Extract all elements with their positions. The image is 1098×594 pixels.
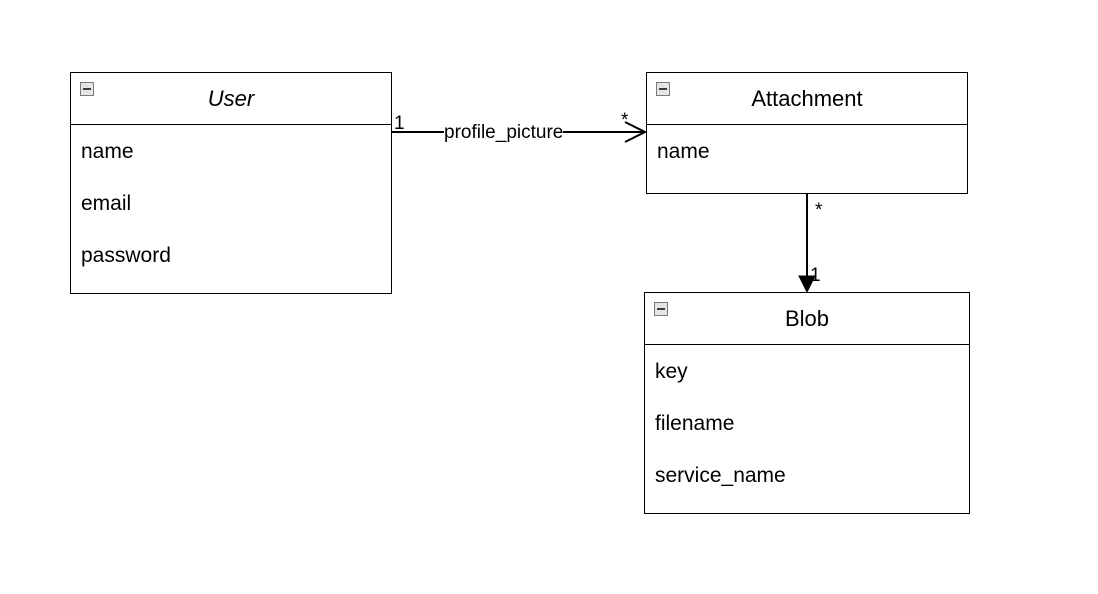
collapse-icon[interactable] — [654, 302, 668, 316]
class-attachment-header[interactable]: Attachment — [647, 73, 967, 125]
attribute-email[interactable]: email — [81, 192, 132, 215]
class-user-name: User — [207, 85, 255, 111]
multiplicity-user-side: 1 — [394, 113, 405, 134]
association-label-profile-picture[interactable]: profile_picture — [444, 122, 564, 143]
class-blob-attributes: key filename service_name — [645, 345, 969, 505]
multiplicity-attachment-side: * — [621, 110, 629, 131]
collapse-icon[interactable] — [80, 82, 94, 96]
class-blob[interactable]: Blob key filename service_name — [644, 292, 970, 514]
attribute-service-name[interactable]: service_name — [655, 464, 786, 487]
filled-arrow-head-icon — [798, 275, 816, 294]
multiplicity-attachment-to-blob: * — [815, 200, 823, 221]
attribute-password[interactable]: password — [81, 244, 171, 267]
attribute-key[interactable]: key — [655, 360, 688, 383]
collapse-icon[interactable] — [656, 82, 670, 96]
class-attachment-attributes: name — [647, 125, 967, 181]
class-attachment-name: Attachment — [751, 85, 863, 111]
class-attachment[interactable]: Attachment name — [646, 72, 968, 194]
class-blob-header[interactable]: Blob — [645, 293, 969, 345]
class-user-attributes: name email password — [71, 125, 391, 285]
class-blob-name: Blob — [784, 305, 830, 331]
attribute-filename[interactable]: filename — [655, 412, 735, 435]
attribute-name[interactable]: name — [81, 140, 134, 163]
class-user-header[interactable]: User — [71, 73, 391, 125]
open-arrow-head-icon — [624, 121, 648, 143]
class-user[interactable]: User name email password — [70, 72, 392, 294]
multiplicity-blob-side: 1 — [810, 265, 821, 286]
attribute-name[interactable]: name — [657, 140, 710, 163]
